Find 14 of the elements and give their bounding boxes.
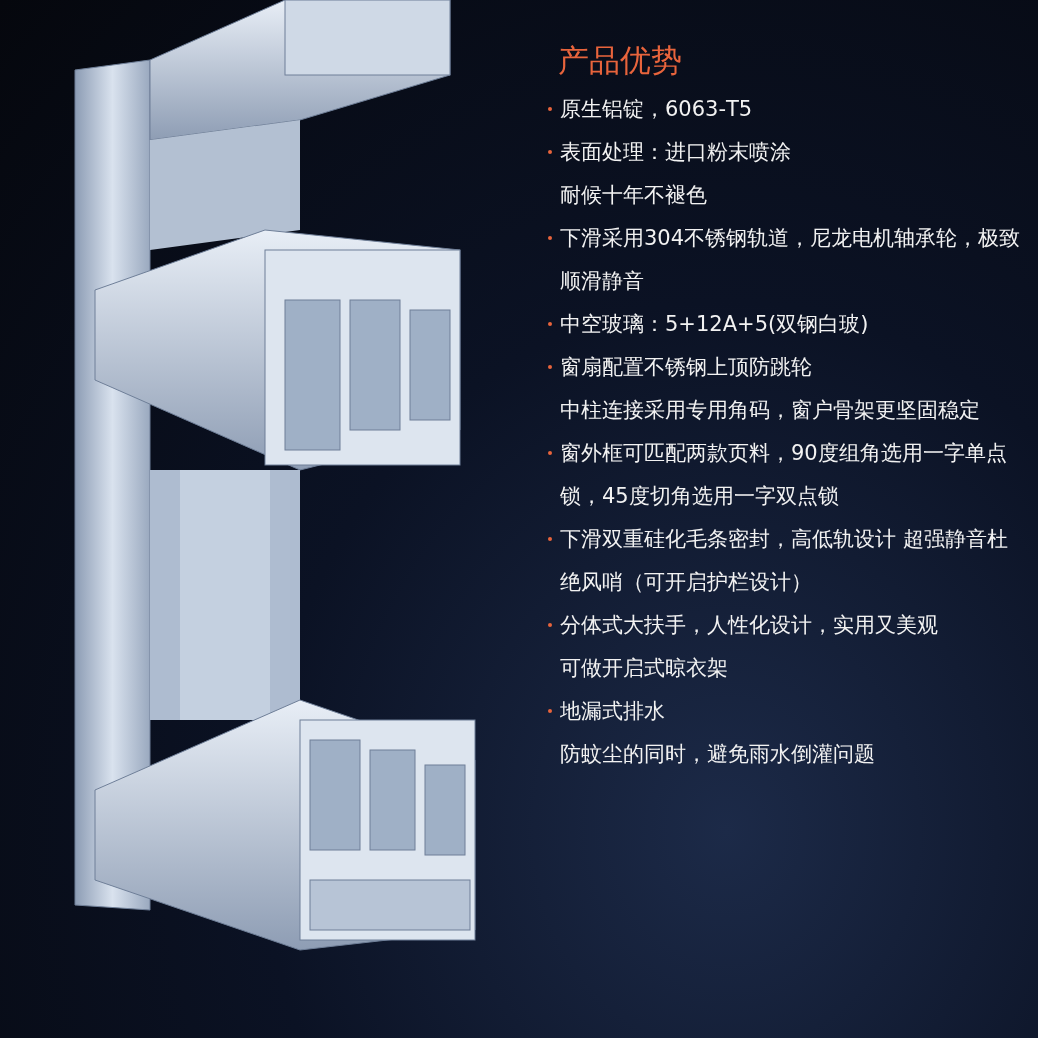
feature-text: 中柱连接采用专用角码，窗户骨架更坚固稳定 [560,398,980,422]
feature-text: 地漏式排水 [560,699,665,723]
feature-text: 下滑采用304不锈钢轨道，尼龙电机轴承轮，极致顺滑静音 [560,226,1021,293]
feature-text: 耐候十年不褪色 [560,183,707,207]
feature-text: 窗扇配置不锈钢上顶防跳轮 [560,355,812,379]
feature-text: 原生铝锭，6063-T5 [560,97,753,121]
feature-text: 中空玻璃：5+12A+5(双钢白玻) [560,312,869,336]
feature-text: 分体式大扶手，人性化设计，实用又美观 [560,613,938,637]
heading: 产品优势 [558,41,683,80]
feature-text: 窗外框可匹配两款页料，90度组角选用一字单点锁，45度切角选用一字双点锁 [560,441,1007,508]
feature-text: 防蚊尘的同时，避免雨水倒灌问题 [560,742,875,766]
feature-text: 可做开启式晾衣架 [560,656,728,680]
feature-text: 表面处理：进口粉末喷涂 [560,140,791,164]
feature-text: 下滑双重硅化毛条密封，高低轨设计 超强静音杜绝风哨（可开启护栏设计） [560,527,1008,594]
